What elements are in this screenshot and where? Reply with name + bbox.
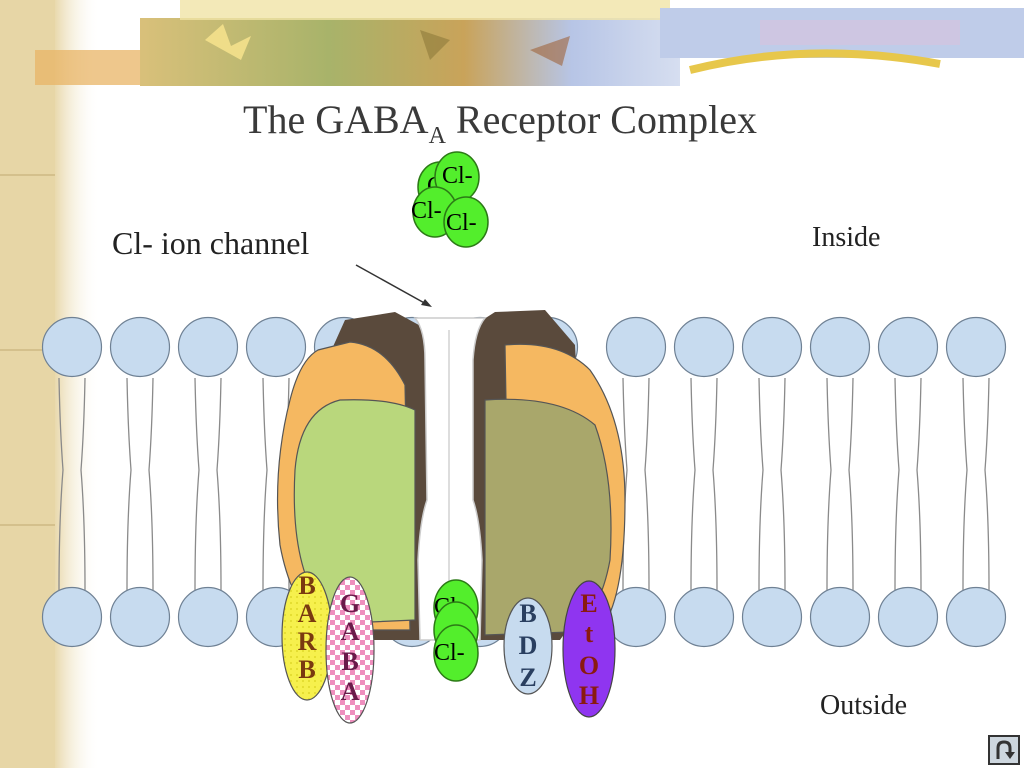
chloride-ion-label: Cl-: [442, 163, 473, 189]
chloride-ion-label: Cl-: [411, 198, 442, 224]
lipid-head: [41, 316, 103, 378]
inside-label: Inside: [812, 222, 881, 253]
lipid-tail: [758, 377, 764, 591]
lipid-tail: [962, 377, 968, 591]
barb-letter: B: [298, 571, 315, 600]
etoh-letter: H: [579, 681, 599, 710]
etoh-letter: E: [580, 589, 597, 618]
gaba-letter: A: [341, 617, 360, 646]
gaba-letter: A: [341, 677, 360, 706]
lipid-tail: [916, 377, 922, 591]
title-main: The GABA: [243, 97, 429, 142]
chloride-ion-label: Cl-: [434, 640, 465, 666]
lipid-tail: [194, 377, 200, 591]
etoh-letter: t: [585, 619, 594, 648]
barbiturate-site: B A R B: [281, 571, 333, 701]
lipid-head: [945, 586, 1007, 648]
lipid-head: [809, 586, 871, 648]
lipid-head: [741, 586, 803, 648]
chloride-ions-inside: Cl- Cl- Cl- Cl-: [411, 151, 489, 248]
lipid-tail: [80, 377, 86, 591]
lipid-tail: [216, 377, 222, 591]
lipid-tail: [126, 377, 132, 591]
chloride-ion-label: Cl-: [446, 210, 477, 236]
gaba-oval: [325, 576, 375, 724]
lipid-head: [177, 586, 239, 648]
lipid-head: [673, 316, 735, 378]
barb-letter: R: [298, 627, 317, 656]
bdz-letter: B: [519, 599, 536, 628]
title-rest: Receptor Complex: [445, 97, 757, 142]
receptor-protein: [276, 310, 626, 641]
lipid-tail: [780, 377, 786, 591]
chloride-ion: [433, 624, 479, 682]
lipid-head: [109, 316, 171, 378]
lipid-head: [741, 316, 803, 378]
lipid-tail: [984, 377, 990, 591]
lipid-head: [877, 316, 939, 378]
channel-pointer-arrow: [355, 264, 429, 306]
bdz-letter: D: [519, 631, 538, 660]
ethanol-site: E t O H: [562, 580, 616, 718]
slide-title: The GABAA Receptor Complex: [0, 96, 1000, 150]
chloride-ion: [443, 196, 489, 248]
benzodiazepine-site: B D Z: [503, 597, 553, 695]
gaba-letter: B: [341, 647, 358, 676]
lipid-tail: [644, 377, 650, 591]
lipid-tail: [894, 377, 900, 591]
lipid-head: [177, 316, 239, 378]
return-arrow-icon: [996, 740, 1015, 759]
ion-channel-label: Cl- ion channel: [112, 225, 310, 261]
benzodiazepine-oval: [503, 597, 553, 695]
chloride-ions-outside: Cl- Cl-: [433, 579, 479, 682]
lipid-tail: [690, 377, 696, 591]
lipid-head: [109, 586, 171, 648]
ethanol-oval: [562, 580, 616, 718]
lipid-tail: [262, 377, 268, 591]
lipid-tail: [58, 377, 64, 591]
lipid-tail: [148, 377, 154, 591]
barb-letter: B: [298, 655, 315, 684]
lipid-head: [41, 586, 103, 648]
lipid-head: [245, 316, 307, 378]
gaba-site: G A B A: [325, 576, 375, 724]
title-subscript: A: [428, 123, 446, 149]
gaba-letter: G: [340, 589, 360, 618]
lipid-tail: [712, 377, 718, 591]
bdz-letter: Z: [519, 663, 536, 692]
lipid-head: [945, 316, 1007, 378]
lipid-head: [877, 586, 939, 648]
lipid-tail: [848, 377, 854, 591]
outside-label: Outside: [820, 690, 908, 721]
lipid-tail: [826, 377, 832, 591]
return-button[interactable]: [988, 735, 1020, 765]
channel-pointer-arrowhead: [421, 299, 432, 307]
etoh-letter: O: [579, 651, 599, 680]
barb-letter: A: [298, 599, 317, 628]
lipid-head: [809, 316, 871, 378]
lipid-head: [605, 316, 667, 378]
lipid-head: [673, 586, 735, 648]
